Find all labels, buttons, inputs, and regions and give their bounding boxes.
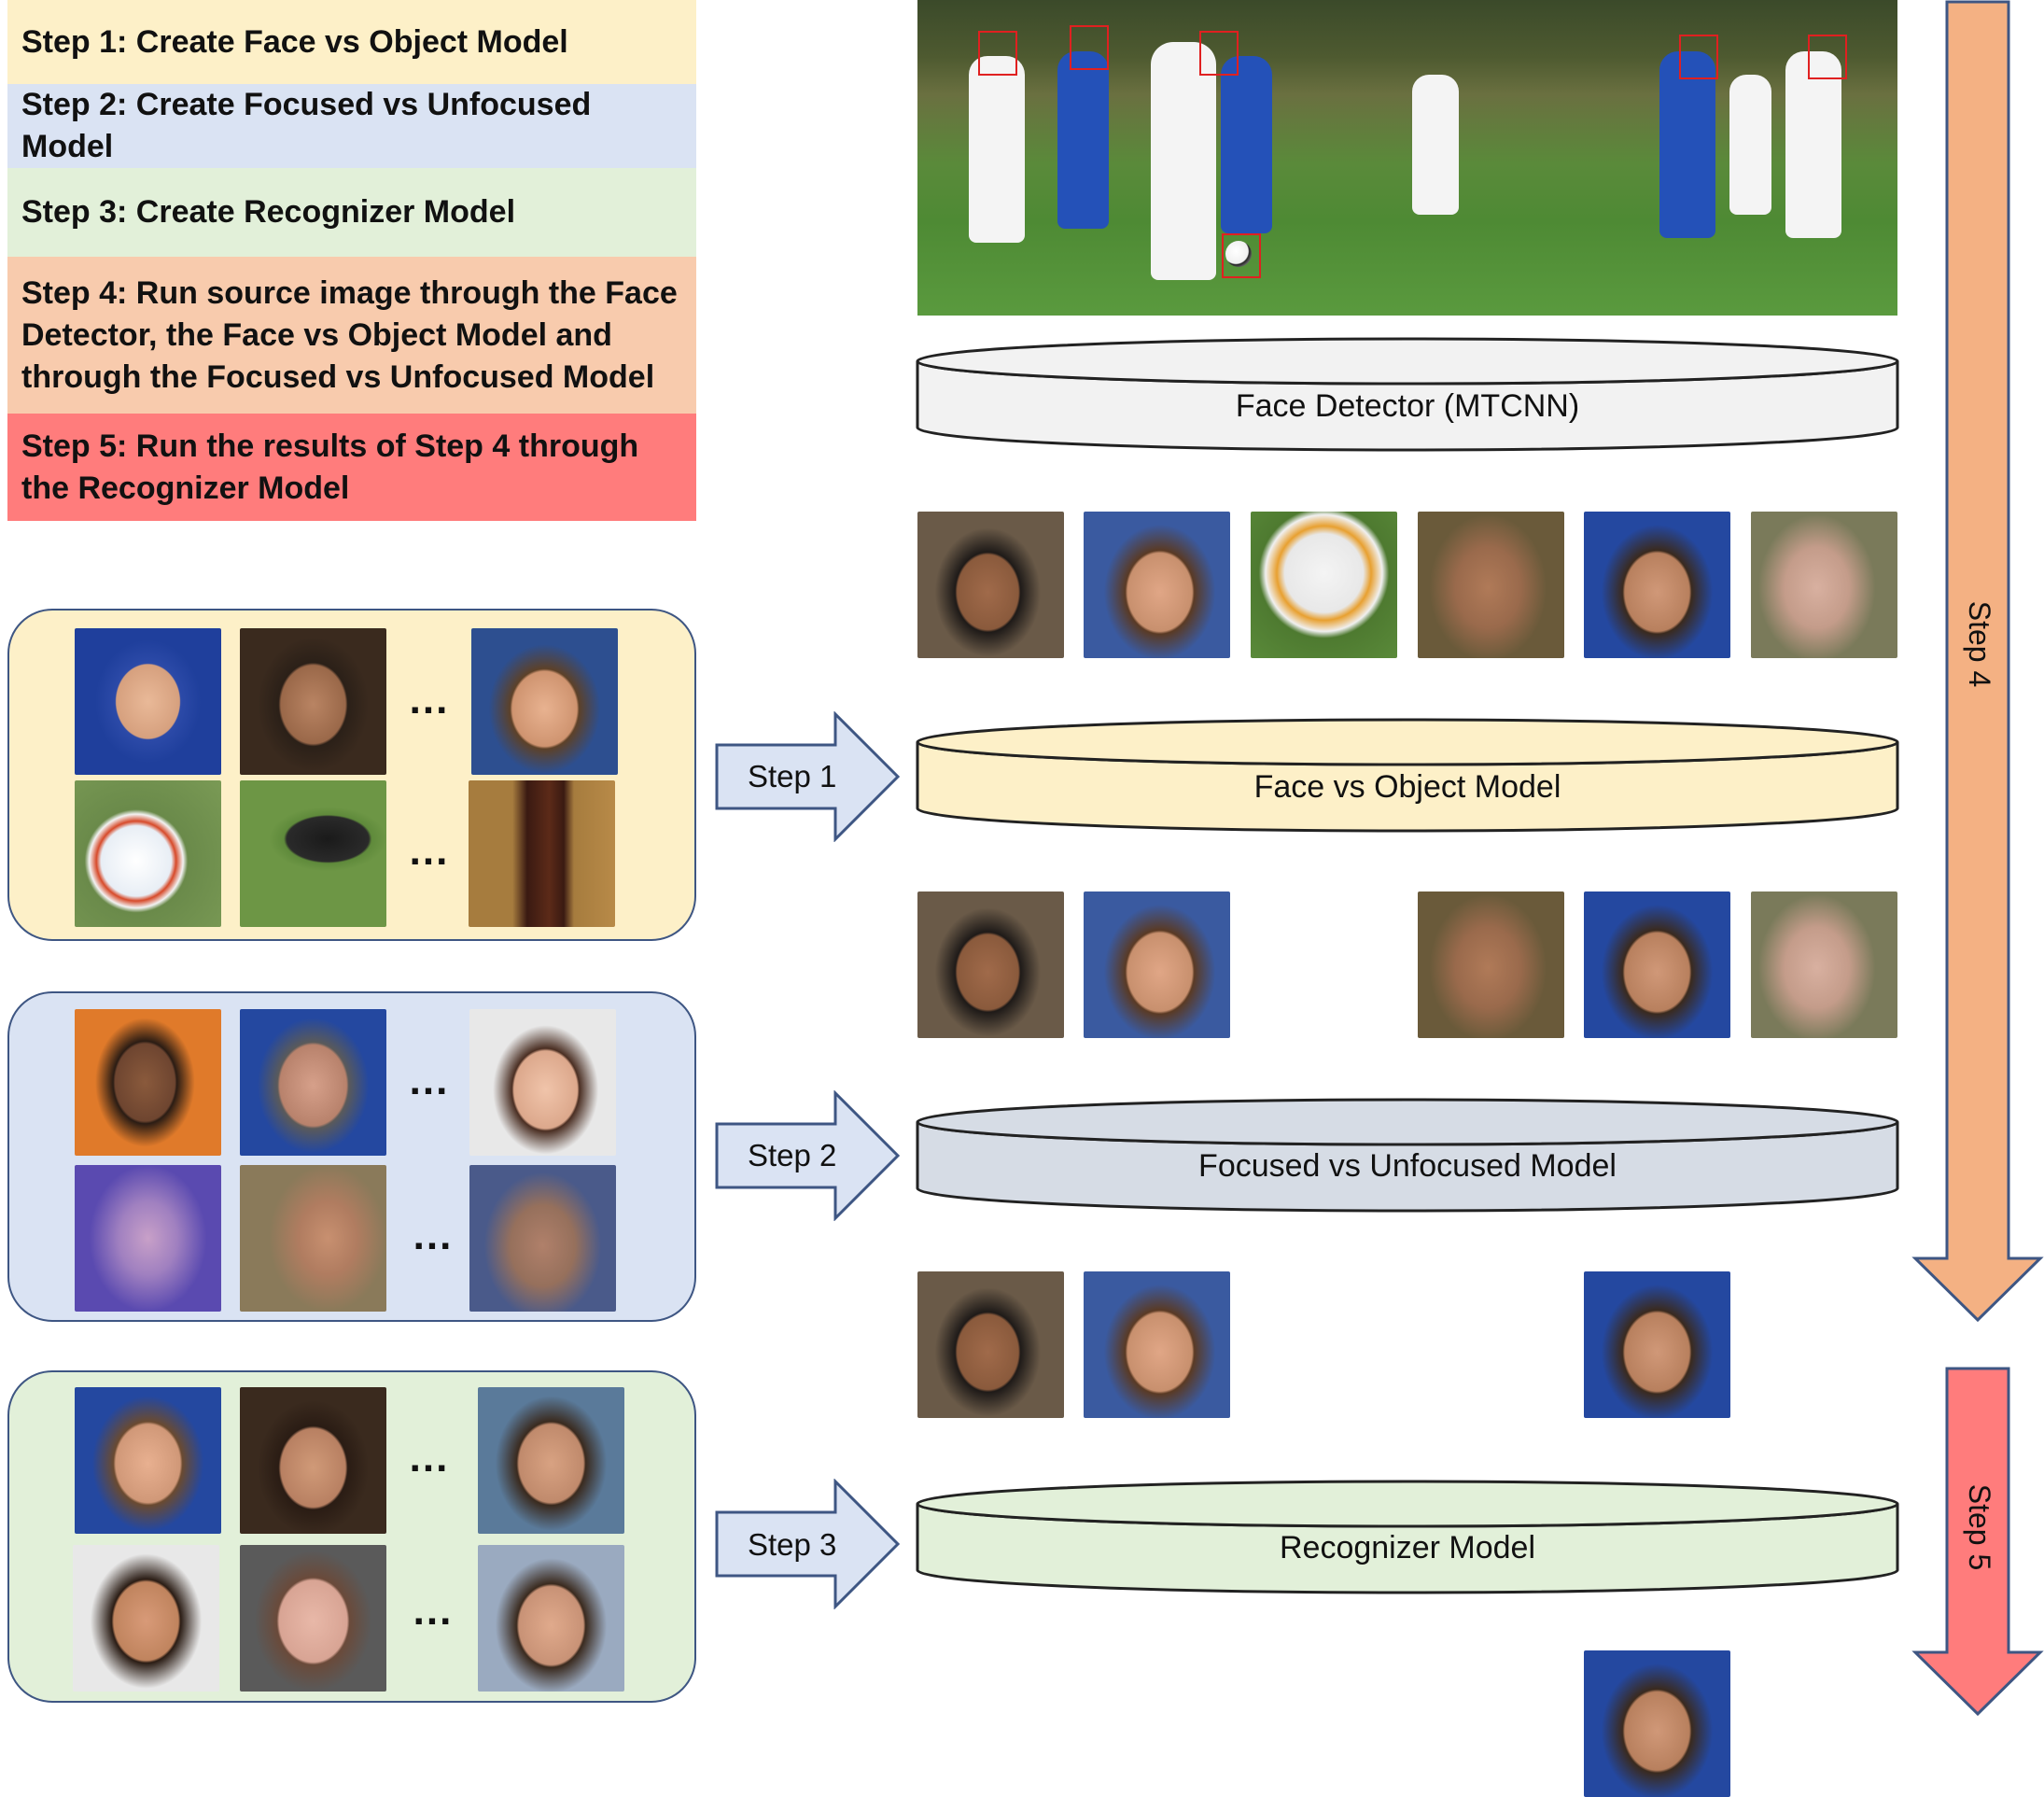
face-photo bbox=[240, 1387, 386, 1534]
face-photo bbox=[240, 1009, 386, 1156]
step2-legend: Step 2: Create Focused vs Unfocused Mode… bbox=[7, 84, 696, 168]
player-figure bbox=[1412, 75, 1459, 215]
step5-legend: Step 5: Run the results of Step 4 throug… bbox=[7, 414, 696, 521]
blurred-face-photo bbox=[469, 1165, 616, 1312]
player-figure bbox=[1785, 51, 1841, 238]
face-photo bbox=[75, 628, 221, 775]
step3-arrow bbox=[715, 1479, 901, 1609]
face-photo bbox=[917, 1271, 1064, 1418]
blurred-face-photo bbox=[75, 1165, 221, 1312]
face-photo bbox=[917, 891, 1064, 1038]
face-photo bbox=[240, 1545, 386, 1692]
soccer-match-photo bbox=[917, 0, 1897, 316]
cleat-photo bbox=[240, 780, 386, 927]
step4-arrow-label: Step 4 bbox=[1963, 600, 1996, 688]
step5-legend-text: Step 5: Run the results of Step 4 throug… bbox=[21, 428, 639, 506]
soccer-ball-photo bbox=[1251, 512, 1397, 658]
face-photo bbox=[1084, 891, 1230, 1038]
step2-arrow bbox=[715, 1090, 901, 1221]
step3-arrow-label: Step 3 bbox=[748, 1527, 837, 1562]
step1-arrow bbox=[715, 711, 901, 842]
face-photo bbox=[478, 1387, 624, 1534]
face-photo bbox=[1084, 512, 1230, 658]
step5-arrow-label: Step 5 bbox=[1963, 1483, 1996, 1571]
blurred-face-photo bbox=[1418, 891, 1564, 1038]
step2-arrow-label: Step 2 bbox=[748, 1138, 837, 1172]
detection-box bbox=[1070, 25, 1109, 70]
face-photo bbox=[73, 1545, 219, 1692]
face-photo bbox=[471, 628, 618, 775]
face-photo bbox=[240, 628, 386, 775]
ellipsis-text: ... bbox=[409, 1435, 450, 1481]
face-photo bbox=[75, 1387, 221, 1534]
soccer-ball bbox=[1225, 241, 1252, 267]
player-figure bbox=[1151, 42, 1216, 280]
step3-legend-text: Step 3: Create Recognizer Model bbox=[21, 194, 516, 230]
ellipsis-text: ... bbox=[409, 828, 450, 874]
detection-box bbox=[1679, 35, 1718, 79]
detection-box bbox=[1808, 35, 1847, 79]
face-photo bbox=[478, 1545, 624, 1692]
player-figure bbox=[969, 56, 1025, 243]
step1-legend-text: Step 1: Create Face vs Object Model bbox=[21, 23, 568, 60]
detection-box bbox=[1199, 31, 1239, 76]
step4-legend: Step 4: Run source image through the Fac… bbox=[7, 257, 696, 414]
step5-arrow bbox=[1911, 1367, 2044, 1717]
face-photo bbox=[75, 1009, 221, 1156]
player-figure bbox=[1221, 56, 1272, 233]
face-detector-label: Face Detector (MTCNN) bbox=[1235, 388, 1580, 424]
focused-vs-unfocused-cylinder bbox=[916, 1098, 1899, 1213]
step1-arrow-label: Step 1 bbox=[748, 759, 837, 793]
ellipsis-text: ... bbox=[409, 677, 450, 723]
blurred-face-photo bbox=[1751, 891, 1897, 1038]
face-photo bbox=[1584, 1650, 1730, 1797]
recognizer-cylinder bbox=[916, 1480, 1899, 1594]
ellipsis-text: ... bbox=[409, 1058, 450, 1103]
recognizer-label: Recognizer Model bbox=[1279, 1530, 1536, 1565]
focused-vs-unfocused-label: Focused vs Unfocused Model bbox=[1198, 1148, 1617, 1184]
step4-legend-text: Step 4: Run source image through the Fac… bbox=[21, 274, 678, 395]
step1-legend: Step 1: Create Face vs Object Model bbox=[7, 0, 696, 84]
player-figure bbox=[1659, 51, 1715, 238]
step2-legend-text: Step 2: Create Focused vs Unfocused Mode… bbox=[21, 87, 592, 164]
face-photo bbox=[1584, 891, 1730, 1038]
face-vs-object-cylinder bbox=[916, 718, 1899, 833]
ellipsis-text: ... bbox=[413, 1588, 454, 1634]
player-figure bbox=[1057, 51, 1109, 229]
step3-legend: Step 3: Create Recognizer Model bbox=[7, 168, 696, 257]
face-photo bbox=[1084, 1271, 1230, 1418]
face-photo bbox=[469, 1009, 616, 1156]
soccer-ball-photo bbox=[75, 780, 221, 927]
face-photo bbox=[1584, 1271, 1730, 1418]
blurred-face-photo bbox=[240, 1165, 386, 1312]
player-figure bbox=[1729, 75, 1771, 215]
face-detector-cylinder bbox=[916, 337, 1899, 452]
bottle-photo bbox=[469, 780, 615, 927]
step4-arrow bbox=[1911, 0, 2044, 1323]
detection-box bbox=[978, 31, 1017, 76]
detection-box bbox=[1222, 233, 1261, 278]
blurred-face-photo bbox=[1418, 512, 1564, 658]
face-photo bbox=[917, 512, 1064, 658]
ellipsis-text: ... bbox=[413, 1213, 454, 1258]
blurred-face-photo bbox=[1751, 512, 1897, 658]
face-vs-object-label: Face vs Object Model bbox=[1253, 769, 1561, 805]
face-photo bbox=[1584, 512, 1730, 658]
